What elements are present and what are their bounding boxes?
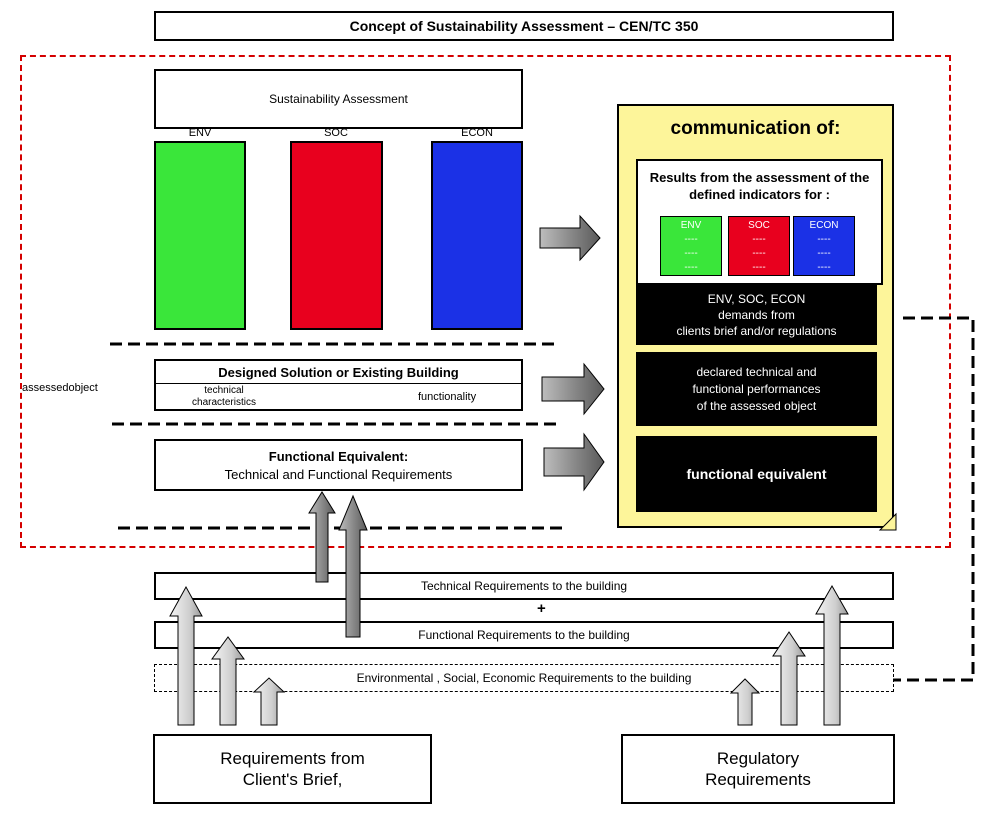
declared-line: declared technical and	[696, 364, 817, 379]
technical-characteristics-label: technical characteristics	[192, 385, 256, 408]
functionality-label: functionality	[418, 391, 477, 403]
econ-column	[431, 141, 523, 330]
demands-line: demands from	[718, 308, 795, 322]
client-brief-box: Requirements from Client's Brief,	[153, 734, 432, 804]
arrow-up-icon	[211, 636, 245, 726]
arrow-up-icon	[252, 677, 286, 726]
declared-line: of the assessed object	[696, 398, 817, 413]
soc-column	[290, 141, 383, 330]
mini-env-line: ----	[684, 234, 698, 245]
arrow-up-icon	[338, 494, 368, 638]
arrow-up-icon	[815, 584, 849, 726]
assessed-object-label: assessedobject	[22, 382, 98, 394]
client-brief-line: Requirements from	[220, 749, 365, 768]
assessment-boundary	[20, 55, 951, 548]
communication-title: communication of:	[670, 118, 841, 139]
functional-requirements-bar: Functional Requirements to the building	[154, 621, 894, 649]
declared-line: functional performances	[692, 381, 821, 396]
declared-performance-box: declared technical and functional perfor…	[636, 352, 877, 426]
communication-note: communication of: Results from the asses…	[617, 104, 894, 528]
plus-sign: +	[537, 600, 546, 617]
mini-econ-line: ----	[817, 234, 831, 245]
arrow-up-icon	[729, 678, 761, 726]
mini-soc-box: SOC ---- ---- ----	[728, 216, 790, 276]
feedback-connector	[893, 316, 975, 682]
regulatory-line: Regulatory	[716, 749, 800, 768]
arrow-up-icon	[169, 585, 203, 726]
mini-env-line: ----	[684, 248, 698, 259]
arrow-up-icon	[772, 631, 806, 726]
functional-equivalent-box: Functional Equivalent: Technical and Fun…	[154, 439, 523, 491]
results-box: Results from the assessment of the defin…	[636, 159, 883, 285]
mini-econ-line: ----	[817, 262, 831, 273]
functional-equivalent-title: Functional Equivalent:	[268, 448, 409, 464]
mini-econ-label: ECON	[809, 220, 839, 231]
econ-label: ECON	[461, 127, 493, 139]
note-curl	[878, 512, 897, 531]
mini-econ-line: ----	[817, 248, 831, 259]
mini-soc-line: ----	[752, 248, 766, 259]
functional-equivalent-subtitle: Technical and Functional Requirements	[224, 466, 453, 482]
results-title: Results from the assessment of the defin…	[649, 170, 870, 202]
designed-solution-box: Designed Solution or Existing Building t…	[154, 359, 523, 411]
arrow-right-icon	[541, 362, 605, 416]
arrow-up-icon	[308, 491, 336, 583]
regulatory-line: Requirements	[705, 770, 811, 789]
regulatory-box: Regulatory Requirements	[621, 734, 895, 804]
sustainability-assessment-box: Sustainability Assessment	[154, 69, 523, 129]
arrow-right-icon	[543, 432, 605, 492]
mini-soc-line: ----	[752, 262, 766, 273]
mini-env-label: ENV	[680, 220, 702, 231]
mini-soc-label: SOC	[748, 220, 770, 231]
env-column	[154, 141, 246, 330]
designed-solution-title: Designed Solution or Existing Building	[156, 361, 521, 384]
soc-label: SOC	[324, 127, 348, 139]
technical-requirements-bar: Technical Requirements to the building	[154, 572, 894, 600]
diagram-title: Concept of Sustainability Assessment – C…	[154, 11, 894, 41]
arrow-right-icon	[539, 214, 601, 262]
demands-line: ENV, SOC, ECON	[707, 292, 806, 306]
mini-env-line: ----	[684, 262, 698, 273]
env-label: ENV	[188, 127, 212, 139]
mini-soc-line: ----	[752, 234, 766, 245]
functional-equivalent-black-box: functional equivalent	[636, 436, 877, 512]
demands-box: ENV, SOC, ECON demands from clients brie…	[636, 285, 877, 345]
mini-env-box: ENV ---- ---- ----	[660, 216, 722, 276]
client-brief-line: Client's Brief,	[242, 770, 343, 789]
mini-econ-box: ECON ---- ---- ----	[793, 216, 855, 276]
demands-line: clients brief and/or regulations	[676, 324, 837, 338]
